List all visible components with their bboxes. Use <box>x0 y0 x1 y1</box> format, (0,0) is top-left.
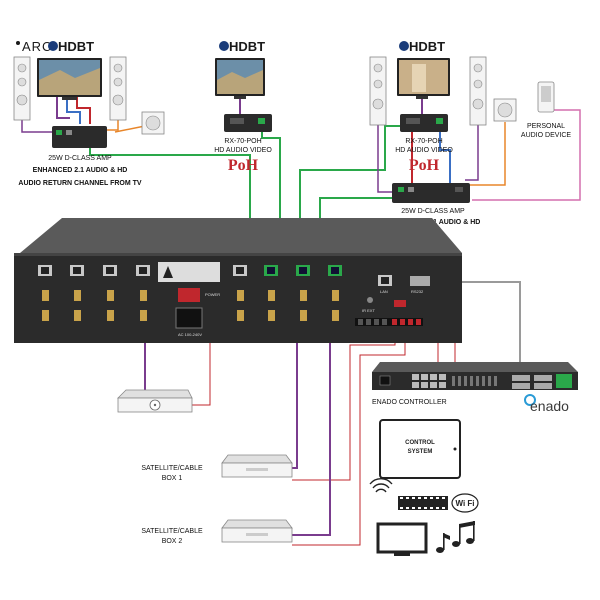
right-rx-sub: HD AUDIO VIDEO <box>395 147 453 154</box>
cable-hdmi-sat2 <box>292 330 331 536</box>
sat1-label-1: SATELLITE/CABLE <box>141 465 203 472</box>
film-strip-icon <box>398 496 448 510</box>
enado-controller <box>372 362 578 390</box>
left-subwoofer <box>141 111 165 135</box>
personal-audio-label-2: AUDIO DEVICE <box>521 132 572 139</box>
control-system-tablet: CONTROL SYSTEM <box>379 419 461 479</box>
left-amp-title: 25W D-CLASS AMP <box>48 155 112 162</box>
cable-hdmi-sat1 <box>290 330 298 469</box>
hdbt-logo-mid-group: HDBT <box>219 39 265 54</box>
enado-controller-label: ENADO CONTROLLER <box>372 399 447 406</box>
control-system-label-1: CONTROL <box>405 440 435 446</box>
enado-logo-group: enado <box>524 394 569 414</box>
hdbt-logo-right-group: HDBT <box>399 39 445 54</box>
cable-right-speaker-r <box>465 125 479 181</box>
cable-left-sub <box>114 125 146 133</box>
wireless-signal-icon <box>369 478 393 493</box>
satellite-box-2 <box>221 519 293 543</box>
personal-audio-label-1: PERSONAL <box>527 123 565 130</box>
left-speaker-right <box>109 56 127 121</box>
ir-ext-label: IR EXT <box>362 308 375 313</box>
hdbt-badge-icon <box>48 41 58 51</box>
enado-logo: enado <box>530 398 569 414</box>
rs232-label: RS232 <box>411 289 424 294</box>
cable-left-speaker-r <box>106 120 119 131</box>
hdbt-matrix-switcher: POWER AC 100-240V LAN RS232 IR EXT <box>14 218 462 343</box>
cable-right-speaker-l <box>377 125 395 193</box>
control-system-label-2: SYSTEM <box>408 449 433 455</box>
cable-ir-sat2 <box>292 325 406 546</box>
satellite-box-1 <box>221 454 293 478</box>
poh-logo-right: PoH <box>409 157 440 174</box>
right-amp <box>392 183 470 203</box>
power-label: POWER <box>205 292 220 297</box>
hdbt-logo-left: HDBT <box>58 39 94 54</box>
mid-rx-sub: HD AUDIO VIDEO <box>214 147 272 154</box>
cable-right-sub <box>470 122 506 186</box>
cable-right-hdbt-2 <box>299 125 402 265</box>
cable-left-tv-purple <box>56 97 70 119</box>
cable-mid-hdbt <box>261 130 281 265</box>
arc-text: ARC <box>22 39 52 54</box>
mid-rx-box <box>224 114 272 132</box>
hdbt-output-ports <box>38 265 342 276</box>
personal-audio-device <box>537 81 555 113</box>
poh-logo-mid: PoH <box>228 157 259 174</box>
lan-label: LAN <box>380 289 388 294</box>
sat2-label-2: BOX 2 <box>162 538 183 545</box>
cable-left-tv-blue <box>66 97 81 124</box>
cable-left-speaker-l <box>21 120 55 133</box>
music-notes-icon <box>436 521 475 553</box>
wifi-label: Wi Fi <box>455 499 474 508</box>
arc-logo: ARC HDBT <box>16 39 94 54</box>
power-switch[interactable] <box>178 288 200 302</box>
cable-personal-audio <box>472 109 581 201</box>
right-speaker-right <box>469 56 487 126</box>
left-amp-sub1: ENHANCED 2.1 AUDIO & HD <box>33 167 128 174</box>
hdbt-logo-mid: HDBT <box>229 39 265 54</box>
hdbt-badge-icon <box>219 41 229 51</box>
left-speaker-left <box>13 56 31 121</box>
right-rx-box <box>400 114 448 132</box>
rs232-port <box>410 276 430 286</box>
left-tv <box>37 58 102 100</box>
hdmi-input-ports <box>42 290 339 321</box>
right-tv <box>397 58 450 99</box>
left-amp-sub2: AUDIO RETURN CHANNEL FROM TV <box>18 180 141 187</box>
mid-rx-title: RX-70-POH <box>224 138 261 145</box>
tv-icon <box>376 522 428 556</box>
cables <box>21 97 581 546</box>
ir-terminal-block <box>355 318 423 326</box>
right-subwoofer <box>493 98 517 122</box>
bluray-player <box>117 389 193 413</box>
cable-left-hdbt <box>89 148 251 265</box>
right-rx-title: RX-70-POH <box>405 138 442 145</box>
arc-dot-icon <box>16 41 20 45</box>
hdbt-badge-icon <box>399 41 409 51</box>
right-speaker-left <box>369 56 387 126</box>
cable-left-tv-red <box>76 97 91 124</box>
ac-label: AC 100-240V <box>178 332 202 337</box>
enado-logo-icon <box>524 394 536 406</box>
hdbt-logo-right: HDBT <box>409 39 445 54</box>
wifi-logo-icon: Wi Fi <box>451 493 479 513</box>
left-amp <box>52 126 107 148</box>
cable-right-rx-blue <box>439 130 451 184</box>
right-amp-title: 25W D-CLASS AMP <box>401 208 465 215</box>
sat1-label-2: BOX 1 <box>162 475 183 482</box>
ac-power-inlet <box>175 307 203 329</box>
mid-tv <box>215 58 265 99</box>
sat2-label-1: SATELLITE/CABLE <box>141 528 203 535</box>
